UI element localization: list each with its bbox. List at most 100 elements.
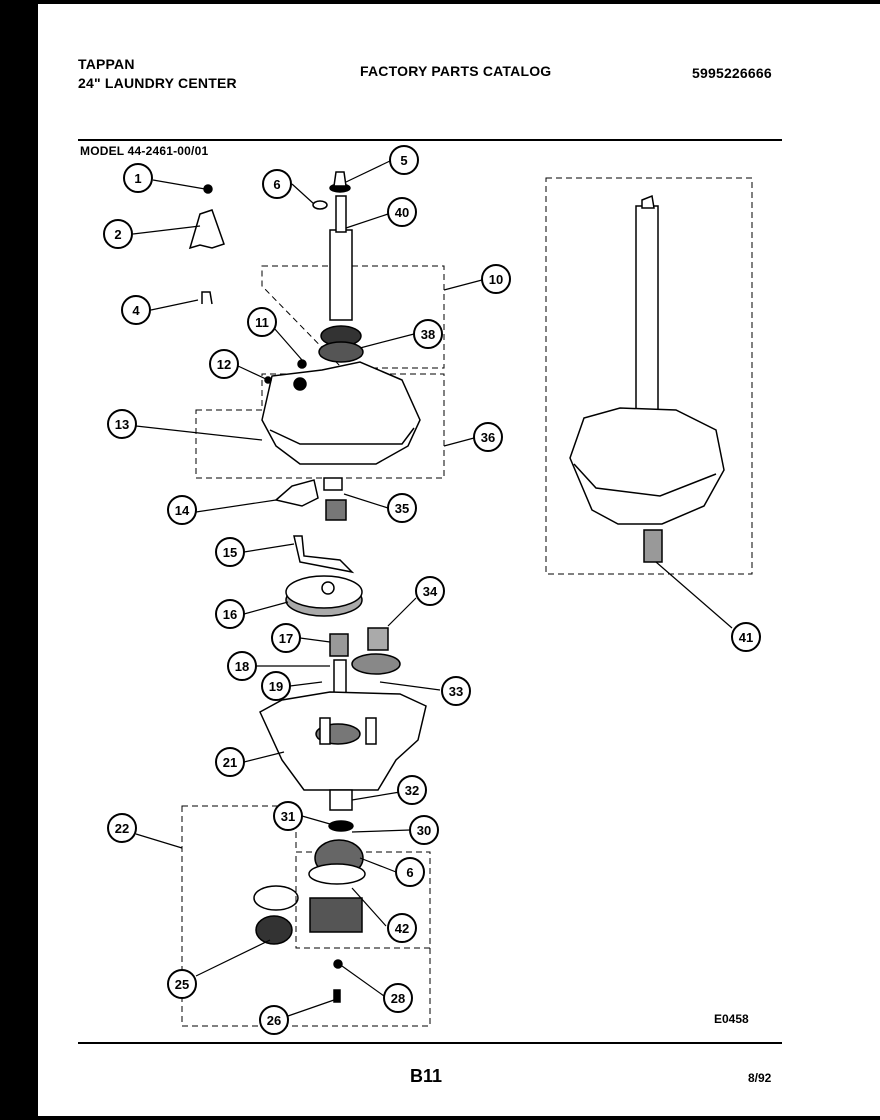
part-transmission-cover	[261, 361, 421, 465]
part-complete-shaft	[635, 205, 659, 413]
svg-text:16: 16	[223, 607, 237, 622]
part-cover-flange	[269, 427, 415, 445]
part-screw	[203, 184, 213, 194]
catalog-title: FACTORY PARTS CATALOG	[360, 63, 552, 79]
part-shaft-seal-lower	[318, 341, 364, 363]
callout-32: 32	[397, 775, 427, 805]
callout-1: 1	[123, 163, 153, 193]
callout-4: 4	[121, 295, 151, 325]
box-36	[195, 373, 445, 479]
svg-text:19: 19	[269, 679, 283, 694]
part-washer	[328, 820, 354, 832]
svg-text:6: 6	[406, 865, 413, 880]
callout-19: 19	[261, 671, 291, 701]
callout-11: 11	[247, 307, 277, 337]
part-idler-gear	[367, 627, 389, 651]
svg-text:21: 21	[223, 755, 237, 770]
svg-text:14: 14	[175, 503, 190, 518]
svg-text:32: 32	[405, 783, 419, 798]
svg-text:41: 41	[739, 630, 753, 645]
svg-text:1: 1	[134, 171, 141, 186]
product-label: 24" LAUNDRY CENTER	[78, 75, 237, 91]
callout-26: 26	[259, 1005, 289, 1035]
part-bearing	[293, 377, 307, 391]
callout-6-lower: 6	[395, 857, 425, 887]
svg-text:10: 10	[489, 272, 503, 287]
part-tip	[333, 171, 347, 187]
part-ring	[312, 200, 328, 210]
part-clutch-plate	[308, 863, 366, 885]
part-complete-tip	[641, 194, 655, 209]
part-case-post-left	[319, 717, 331, 745]
svg-text:42: 42	[395, 921, 409, 936]
svg-text:17: 17	[279, 631, 293, 646]
callout-16: 16	[215, 599, 245, 629]
svg-text:5: 5	[400, 153, 407, 168]
part-nut	[297, 359, 307, 369]
catalog-number: 5995226666	[692, 65, 772, 81]
svg-text:22: 22	[115, 821, 129, 836]
svg-text:34: 34	[423, 584, 438, 599]
part-snap-ring	[253, 885, 299, 911]
svg-text:30: 30	[417, 823, 431, 838]
part-agitator-shaft	[329, 229, 353, 321]
callout-15: 15	[215, 537, 245, 567]
svg-text:11: 11	[255, 315, 269, 330]
svg-text:15: 15	[223, 545, 237, 560]
diagram-code: E0458	[714, 1012, 749, 1026]
svg-text:35: 35	[395, 501, 409, 516]
callout-14: 14	[167, 495, 197, 525]
svg-text:26: 26	[267, 1013, 281, 1028]
part-pulley	[255, 915, 293, 945]
svg-text:2: 2	[114, 227, 121, 242]
part-complete-case	[569, 407, 725, 525]
part-clip	[201, 291, 213, 305]
box-42	[295, 851, 431, 949]
part-cap	[188, 209, 225, 250]
callout-21: 21	[215, 747, 245, 777]
svg-text:38: 38	[421, 327, 435, 342]
callout-38: 38	[413, 319, 443, 349]
callout-28: 28	[383, 983, 413, 1013]
box-41	[545, 177, 753, 575]
svg-text:28: 28	[391, 991, 405, 1006]
svg-text:18: 18	[235, 659, 249, 674]
callout-2: 2	[103, 219, 133, 249]
svg-text:6: 6	[273, 177, 280, 192]
svg-text:36: 36	[481, 430, 495, 445]
callout-13: 13	[107, 409, 137, 439]
part-gear-hub	[321, 581, 335, 595]
part-case-post-right	[365, 717, 377, 745]
assembly-boxes	[181, 177, 753, 1027]
callout-17: 17	[271, 623, 301, 653]
callout-22: 22	[107, 813, 137, 843]
part-clutch	[309, 897, 363, 933]
svg-text:25: 25	[175, 977, 189, 992]
callout-40: 40	[387, 197, 417, 227]
callout-31: 31	[273, 801, 303, 831]
print-date: 8/92	[748, 1071, 772, 1085]
box-10	[261, 265, 445, 369]
part-crank	[293, 535, 355, 574]
svg-text:33: 33	[449, 684, 463, 699]
svg-text:12: 12	[217, 357, 231, 372]
svg-text:31: 31	[281, 809, 295, 824]
callout-36: 36	[473, 422, 503, 452]
callout-30: 30	[409, 815, 439, 845]
callout-18: 18	[227, 651, 257, 681]
part-idler-gear-base	[351, 653, 401, 675]
brand-label: TAPPAN	[78, 56, 135, 72]
model-label: MODEL 44-2461-00/01	[80, 144, 209, 158]
callout-33: 33	[441, 676, 471, 706]
part-complete-pinion	[643, 529, 663, 563]
svg-text:40: 40	[395, 205, 409, 220]
callouts: 1 2 4 6 5 40 10 11 38 12 13 36 14 35 15 …	[103, 145, 761, 1035]
callout-41: 41	[731, 622, 761, 652]
leader-lines	[132, 159, 733, 1017]
svg-text:13: 13	[115, 417, 129, 432]
callout-35: 35	[387, 493, 417, 523]
part-lock-nut	[333, 959, 343, 969]
callout-25: 25	[167, 969, 197, 999]
parts-art	[188, 171, 725, 1003]
